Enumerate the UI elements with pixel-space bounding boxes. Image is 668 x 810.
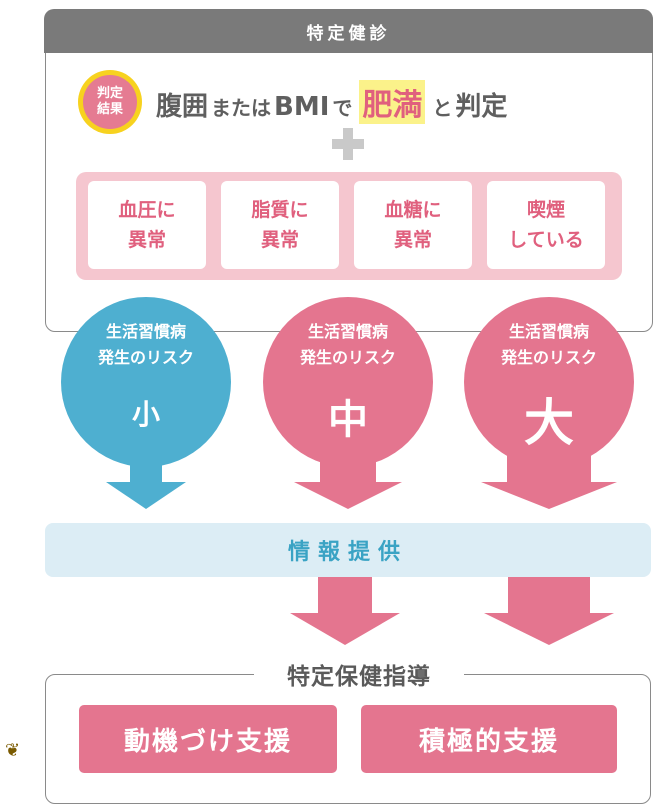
risk-level-small: 小 — [131, 398, 160, 431]
info-provision-band: 情報提供 — [45, 523, 651, 577]
badge-line-1: 判定 — [96, 86, 123, 101]
risk-medium-shape — [263, 297, 433, 509]
condition-blood-pressure: 血圧に 異常 — [88, 181, 206, 269]
decorative-icon: ❦ — [5, 740, 21, 761]
risk-low: 生活習慣病 発生のリスク 小 — [58, 297, 234, 509]
condition-smoking: 喫煙 している — [487, 181, 605, 269]
judgement-badge: 判定 結果 — [78, 70, 142, 134]
arrow-medium-down — [290, 577, 400, 645]
condition-lipid: 脂質に 異常 — [221, 181, 339, 269]
obese-highlight: 肥満 — [359, 80, 426, 124]
risk-level-medium: 中 — [328, 397, 368, 443]
judgement-row: 判定 結果 腹囲 または BMI で 肥満 と 判定 — [78, 70, 638, 134]
arrow-high-down — [484, 577, 614, 645]
badge-line-2: 結果 — [96, 102, 123, 117]
risk-low-shape — [61, 297, 231, 509]
risk-medium: 生活習慣病 発生のリスク 中 — [260, 297, 436, 509]
judgement-text: 腹囲 または BMI で 肥満 と 判定 — [156, 80, 507, 124]
health-checkup-box — [45, 10, 653, 332]
guidance-title: 特定保健指導 — [254, 656, 464, 692]
risk-high-shape — [464, 297, 634, 509]
risk-high: 生活習慣病 発生のリスク 大 — [461, 297, 637, 509]
condition-blood-sugar: 血糖に 異常 — [354, 181, 472, 269]
motivation-support: 動機づけ支援 — [79, 705, 337, 773]
health-checkup-header: 特定健診 — [44, 9, 653, 53]
risk-level-large: 大 — [524, 394, 574, 452]
active-support: 積極的支援 — [361, 705, 617, 773]
plus-icon — [332, 128, 364, 160]
